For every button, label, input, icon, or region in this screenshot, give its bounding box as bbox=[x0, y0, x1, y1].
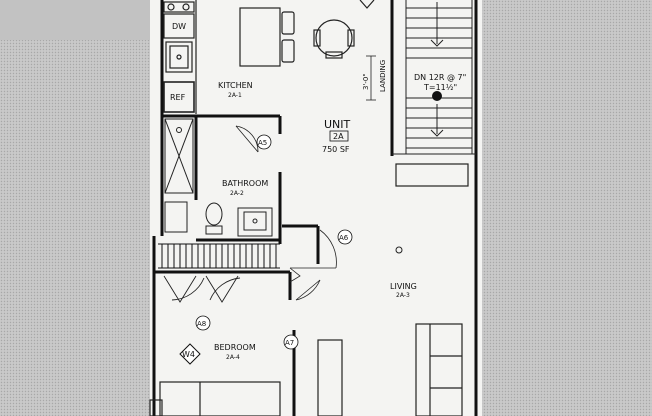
top-left-gray bbox=[0, 0, 162, 40]
ceiling-fixture bbox=[395, 246, 403, 254]
door-a7-label: A7 bbox=[285, 339, 294, 347]
living-code: 2A-3 bbox=[396, 292, 410, 299]
landing-dimension bbox=[366, 55, 376, 101]
kitchen-name: KITCHEN bbox=[218, 81, 253, 90]
bathroom-name: BATHROOM bbox=[222, 179, 268, 188]
left-margin bbox=[0, 0, 150, 416]
door-a6-label: A6 bbox=[339, 234, 349, 242]
unit-number-box bbox=[329, 130, 349, 142]
bathroom-walls bbox=[162, 114, 282, 244]
refrigerator bbox=[163, 81, 195, 113]
linen-cabinet bbox=[164, 201, 188, 233]
vanity-sink bbox=[237, 207, 273, 237]
closet-bifold-doors bbox=[163, 275, 241, 303]
door-a6-tag bbox=[337, 229, 353, 245]
landing-label: LANDING bbox=[379, 60, 387, 92]
bed bbox=[149, 381, 281, 416]
kitchen-counter bbox=[163, 0, 197, 114]
door-a5-label: A5 bbox=[258, 139, 267, 147]
entry-bench bbox=[395, 163, 469, 187]
kitchen-code: 2A-1 bbox=[228, 92, 242, 99]
door-a5-swing bbox=[235, 125, 259, 153]
door-a8-tag bbox=[195, 315, 211, 331]
dishwasher bbox=[163, 13, 195, 39]
unit-number: 2A bbox=[333, 132, 344, 141]
dining-table bbox=[313, 0, 375, 59]
sofa bbox=[415, 323, 463, 416]
stairs bbox=[392, 0, 476, 155]
exterior-walls bbox=[152, 0, 478, 416]
door-a7-swing bbox=[295, 279, 321, 301]
stairs-riser-note: DN 12R @ 7" bbox=[414, 73, 466, 82]
door-a8-label: A8 bbox=[197, 320, 206, 328]
bedroom-name: BEDROOM bbox=[214, 343, 256, 352]
unit-area: 750 SF bbox=[322, 145, 350, 154]
sink bbox=[165, 41, 193, 73]
toilet bbox=[205, 202, 223, 235]
kitchen-island bbox=[239, 7, 295, 67]
door-a6-swing bbox=[289, 229, 337, 283]
bedroom-code: 2A-4 bbox=[226, 354, 240, 361]
unit-title: UNIT bbox=[324, 118, 351, 131]
stairs-tread-note: T=11½" bbox=[423, 83, 457, 92]
window-w4-tag bbox=[179, 343, 201, 365]
living-name: LIVING bbox=[390, 282, 417, 291]
refrigerator-label: REF bbox=[170, 93, 186, 102]
dishwasher-label: DW bbox=[172, 22, 186, 31]
media-console bbox=[317, 339, 343, 416]
closet-rod bbox=[158, 243, 280, 269]
shower bbox=[164, 118, 194, 194]
plan-sheet bbox=[150, 0, 482, 416]
bathroom-code: 2A-2 bbox=[230, 190, 244, 197]
door-a7-tag bbox=[283, 334, 299, 350]
right-margin bbox=[482, 0, 652, 416]
stair-break-marker bbox=[432, 91, 442, 101]
landing-dimension-label: 3'-0" bbox=[362, 73, 370, 90]
window-w4-label: W4 bbox=[182, 350, 195, 359]
door-a5-tag bbox=[256, 134, 272, 150]
